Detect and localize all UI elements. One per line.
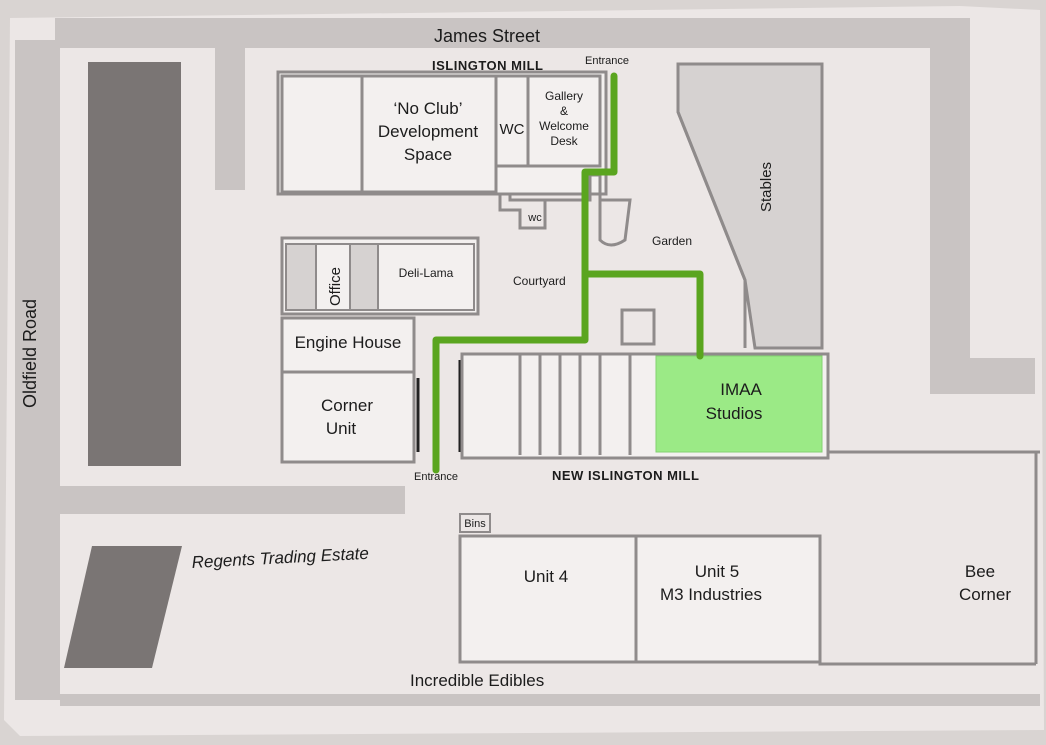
incredible-edibles-road: [60, 694, 1040, 706]
no-club-label-2: Development: [378, 122, 478, 141]
unit5-label-2: M3 Industries: [660, 585, 762, 604]
gallery-label-4: Desk: [550, 134, 578, 148]
courtyard-label: Courtyard: [513, 274, 566, 288]
deli-lama-label: Deli-Lama: [399, 266, 454, 280]
engine-house-label: Engine House: [295, 333, 402, 352]
no-club-label-1: ‘No Club’: [394, 99, 463, 118]
imaa-label-2: Studios: [706, 404, 763, 423]
incredible-edibles-label: Incredible Edibles: [410, 671, 544, 690]
unit4-label: Unit 4: [524, 567, 568, 586]
corner-unit-label-2: Unit: [326, 419, 357, 438]
gallery-label-3: Welcome: [539, 119, 589, 133]
garden-edge: [676, 111, 747, 348]
west-dark-block: [88, 62, 181, 466]
east-road-bend: [930, 358, 1035, 394]
imaa-label-1: IMAA: [720, 380, 762, 399]
wc-small-label: wc: [527, 212, 542, 224]
corner-unit-label-1: Corner: [321, 396, 373, 415]
no-club-label-3: Space: [404, 145, 452, 164]
stables-label: Stables: [758, 162, 775, 212]
units-row: [458, 513, 1036, 666]
route-main: [432, 72, 618, 474]
oldfield-road-label: Oldfield Road: [20, 299, 40, 408]
east-road: [930, 18, 970, 388]
route-path: [432, 72, 704, 474]
islington-mill-building: [276, 70, 608, 230]
james-street-road: [55, 18, 935, 48]
oldfield-road-road: [15, 40, 60, 700]
imaa-studios-highlight[interactable]: [655, 355, 823, 453]
route-branch: [581, 270, 704, 360]
wc-label: WC: [500, 121, 525, 138]
engine-house-block: [280, 316, 462, 464]
bee-corner-label-1: Bee: [965, 562, 995, 581]
bottom-entrance-label[interactable]: Entrance: [414, 471, 458, 483]
gallery-label-2: &: [560, 104, 568, 118]
garden-wall: [598, 175, 632, 247]
james-street-label: James Street: [434, 26, 540, 46]
bins-label: Bins: [464, 518, 486, 530]
regents-dark-block: [64, 546, 182, 668]
bee-corner-label-2: Corner: [959, 585, 1011, 604]
top-entrance-label[interactable]: Entrance: [585, 55, 629, 67]
regents-road: [60, 486, 405, 514]
garden-label: Garden: [652, 234, 692, 248]
islington-mill-label: ISLINGTON MILL: [432, 58, 543, 73]
roads: [15, 18, 1040, 706]
gallery-label-1: Gallery: [545, 89, 583, 103]
office-label: Office: [327, 267, 344, 306]
new-islington-mill-label: NEW ISLINGTON MILL: [552, 468, 699, 483]
side-road-north: [215, 40, 245, 190]
unit5-label-1: Unit 5: [695, 562, 739, 581]
office-block: [280, 236, 480, 316]
